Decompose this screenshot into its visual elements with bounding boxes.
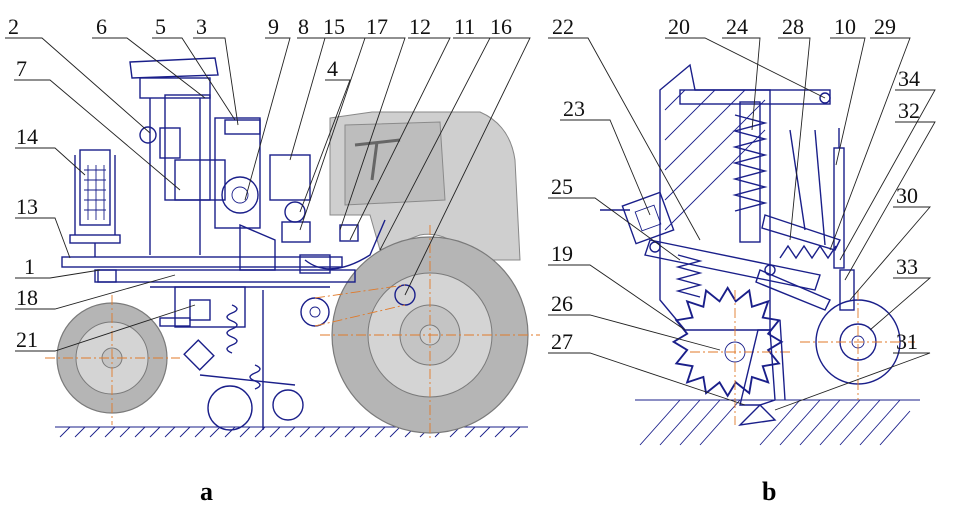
hydraulic-unit (281, 201, 386, 274)
parallelogram-link (755, 129, 841, 311)
canopy (129, 57, 226, 255)
spring-25 (675, 254, 703, 298)
part-label: 30 (896, 183, 918, 208)
frame-hatch (664, 89, 766, 231)
part-label: 25 (551, 174, 573, 199)
spring-24 (732, 114, 768, 212)
part-label: 29 (874, 14, 896, 39)
part-label: 26 (551, 291, 573, 316)
part-label: 32 (898, 98, 920, 123)
part-label: 33 (896, 254, 918, 279)
frame-body (659, 63, 771, 331)
part-label: 14 (16, 124, 38, 149)
part-label: 1 (24, 254, 35, 279)
rear-wheel (320, 225, 540, 440)
part-label: 4 (327, 56, 338, 81)
part-label: 22 (552, 14, 574, 39)
part-label: 7 (16, 56, 27, 81)
panel-caption-b: b (762, 477, 776, 506)
part-label: 6 (96, 14, 107, 39)
press-wheel (800, 269, 915, 400)
part-label: 24 (726, 14, 748, 39)
part-label: 20 (668, 14, 690, 39)
part-label: 12 (409, 14, 431, 39)
front-wheel (45, 295, 180, 425)
drive-mechanism (139, 117, 311, 271)
part-label: 23 (563, 96, 585, 121)
part-label: 5 (155, 14, 166, 39)
ground-line-b (635, 399, 920, 446)
lever-arm (644, 239, 821, 291)
part-label: 3 (196, 14, 207, 39)
part-label: 11 (454, 14, 475, 39)
part-label: 15 (323, 14, 345, 39)
steering-wheel (354, 138, 401, 181)
part-labels-b: 22 20 24 28 10 29 34 23 32 30 25 19 33 2… (551, 14, 920, 354)
coulter (738, 319, 786, 426)
part-label: 21 (16, 327, 38, 352)
part-label: 19 (551, 241, 573, 266)
part-label: 8 (298, 14, 309, 39)
part-label: 9 (268, 14, 279, 39)
panel-b: 22 20 24 28 10 29 34 23 32 30 25 19 33 2… (548, 14, 936, 506)
panel-a: 2 6 5 3 9 8 15 17 12 11 16 4 7 14 13 1 1… (5, 14, 540, 506)
part-labels-a: 2 6 5 3 9 8 15 17 12 11 16 4 7 14 13 1 1… (8, 14, 512, 352)
toothed-disc (671, 286, 790, 425)
part-label: 17 (366, 14, 388, 39)
belt-drive (300, 284, 416, 327)
part-label: 2 (8, 14, 19, 39)
part-label: 10 (834, 14, 856, 39)
part-label: 16 (490, 14, 512, 39)
tractor-window (344, 121, 446, 206)
seeding-section (159, 286, 304, 431)
rocker-plate (600, 191, 675, 245)
main-frame (61, 256, 356, 288)
top-bracket (679, 89, 831, 243)
seat (69, 149, 121, 257)
leader-lines-b (548, 37, 936, 411)
part-label: 31 (896, 329, 918, 354)
part-label: 27 (551, 329, 573, 354)
spring-28 (779, 244, 837, 260)
part-label: 28 (782, 14, 804, 39)
panel-caption-a: a (200, 477, 213, 506)
part-label: 18 (16, 285, 38, 310)
leader-lines-a (5, 37, 531, 352)
part-label: 34 (898, 66, 920, 91)
rod-10 (833, 128, 845, 269)
part-label: 13 (16, 194, 38, 219)
